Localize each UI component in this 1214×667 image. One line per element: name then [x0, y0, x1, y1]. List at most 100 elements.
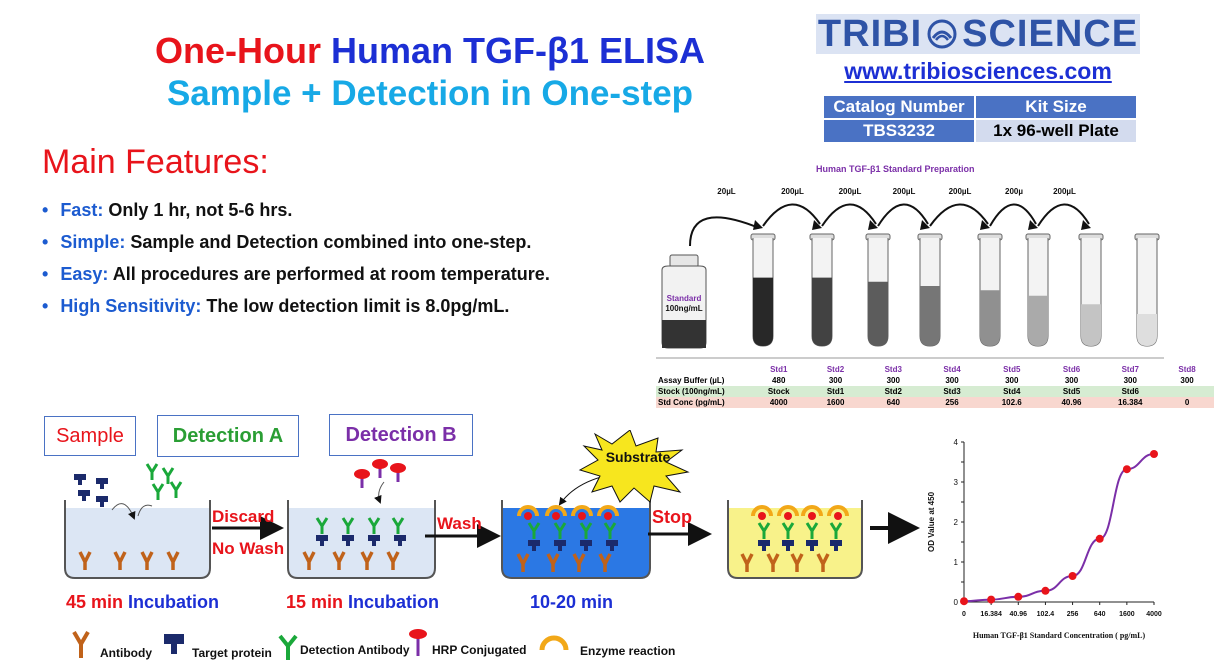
volume-label: 200µL — [893, 187, 916, 196]
y-tick-label: 3 — [954, 478, 959, 487]
feature-item: •Simple: Sample and Detection combined i… — [42, 232, 532, 252]
catalog-table: Catalog Number Kit Size TBS3232 1x 96-we… — [822, 94, 1138, 144]
tube-5 — [977, 233, 1003, 347]
std-cell: Std2 — [884, 387, 902, 396]
volume-label: 200µ — [1005, 187, 1023, 196]
std-cell: 16.384 — [1118, 398, 1143, 407]
std-cell: 256 — [945, 398, 959, 407]
transfer-arrow — [762, 203, 821, 227]
std-header: Std4 — [943, 365, 961, 374]
data-point — [987, 595, 996, 604]
tube-6 — [1025, 233, 1051, 347]
std-header: Std2 — [826, 365, 845, 374]
y-axis-label: OD Value at 450 — [927, 491, 936, 552]
legend-antibody: Antibody — [100, 646, 152, 660]
std-header: Std7 — [1121, 365, 1139, 374]
transfer-arrows — [689, 203, 1091, 247]
tube-2 — [809, 233, 835, 347]
legend-enzyme: Enzyme reaction — [580, 644, 676, 658]
x-tick-label: 1600 — [1119, 611, 1135, 618]
catalog-number-value: TBS3232 — [822, 118, 976, 144]
std-header: Std3 — [884, 365, 902, 374]
standard-vial — [661, 254, 707, 349]
std-cell: 300 — [1005, 376, 1019, 385]
brand-name-left: TRIBI — [817, 12, 923, 55]
hrp-icon — [409, 629, 427, 656]
swirl-logo-icon — [927, 19, 957, 49]
std-cell: 300 — [1180, 376, 1194, 385]
y-tick-label: 2 — [954, 518, 959, 527]
features-heading: Main Features: — [42, 143, 269, 181]
legend-target-protein: Target protein — [192, 646, 272, 660]
x-axis-label: Human TGF-β1 Standard Concentration ( pg… — [973, 631, 1146, 640]
std-row-label: Std Conc (pg/mL) — [658, 398, 725, 407]
std-cell: Stock — [767, 387, 790, 396]
transfer-arrow — [821, 203, 877, 227]
std-cell: 300 — [886, 376, 900, 385]
data-point — [1122, 465, 1131, 474]
legend-hrp: HRP Conjugated — [432, 643, 527, 657]
feature-item: •High Sensitivity: The low detection lim… — [42, 296, 510, 316]
std-header: Std8 — [1178, 365, 1196, 374]
legend-icons — [72, 629, 569, 660]
std-row-label: Assay Buffer (µL) — [658, 376, 725, 385]
title-red: One-Hour — [154, 30, 321, 71]
well-2 — [287, 457, 436, 579]
y-tick-label: 4 — [954, 438, 959, 447]
step1-duration: 45 min Incubation — [66, 592, 220, 612]
kit-size-header: Kit Size — [974, 94, 1138, 120]
substrate-label: Substrate — [606, 449, 671, 465]
well-1 — [64, 462, 211, 579]
feature-item: •Easy: All procedures are performed at r… — [42, 264, 550, 284]
std-cell: 40.96 — [1061, 398, 1082, 407]
workflow-diagram: Substrate — [64, 430, 920, 579]
kit-size-value: 1x 96-well Plate — [974, 118, 1138, 144]
std-cell: 102.6 — [1001, 398, 1022, 407]
volume-label: 200µL — [1053, 187, 1076, 196]
transfer-arrow — [877, 203, 929, 227]
series-line — [963, 453, 1155, 603]
std-cell: Std6 — [1121, 387, 1139, 396]
vial-label-1: Standard — [667, 294, 702, 303]
prep-title: Human TGF-β1 Standard Preparation — [816, 164, 975, 174]
x-tick-label: 16.384 — [980, 611, 1002, 618]
wash-label: Wash — [437, 514, 482, 533]
std-row-label: Stock (100ng/mL) — [658, 387, 725, 396]
data-point — [1041, 586, 1050, 595]
tube-1 — [750, 233, 776, 347]
std-header: Std5 — [1003, 365, 1021, 374]
x-tick-label: 102.4 — [1037, 611, 1055, 618]
antibody-icon — [72, 630, 90, 658]
tube-7 — [1078, 233, 1104, 347]
volume-label: 200µL — [839, 187, 862, 196]
std-cell: Std1 — [826, 387, 845, 396]
x-tick-label: 0 — [962, 611, 966, 618]
transfer-arrow — [929, 203, 989, 227]
y-tick-label: 0 — [954, 598, 959, 607]
legend-detection-antibody: Detection Antibody — [300, 643, 410, 657]
data-point — [1068, 572, 1077, 580]
std-cell: Std4 — [1003, 387, 1021, 396]
well-3 — [501, 471, 651, 579]
std-header: Std6 — [1062, 365, 1081, 374]
tube-8 — [1134, 233, 1160, 347]
sample-label: Sample — [44, 416, 136, 456]
tube-3 — [865, 233, 891, 347]
brand-logo: TRIBI SCIENCE — [816, 12, 1140, 55]
catalog-number-header: Catalog Number — [822, 94, 976, 120]
x-tick-label: 4000 — [1146, 611, 1162, 618]
no-wash-label: No Wash — [212, 539, 285, 558]
well-4 — [727, 500, 863, 579]
std-cell: 300 — [1064, 376, 1079, 385]
std-cell: 300 — [828, 376, 843, 385]
website-link[interactable]: www.tribiosciences.com — [844, 58, 1112, 84]
volume-label: 200µL — [781, 187, 804, 196]
std-cell: 0 — [1184, 398, 1190, 407]
